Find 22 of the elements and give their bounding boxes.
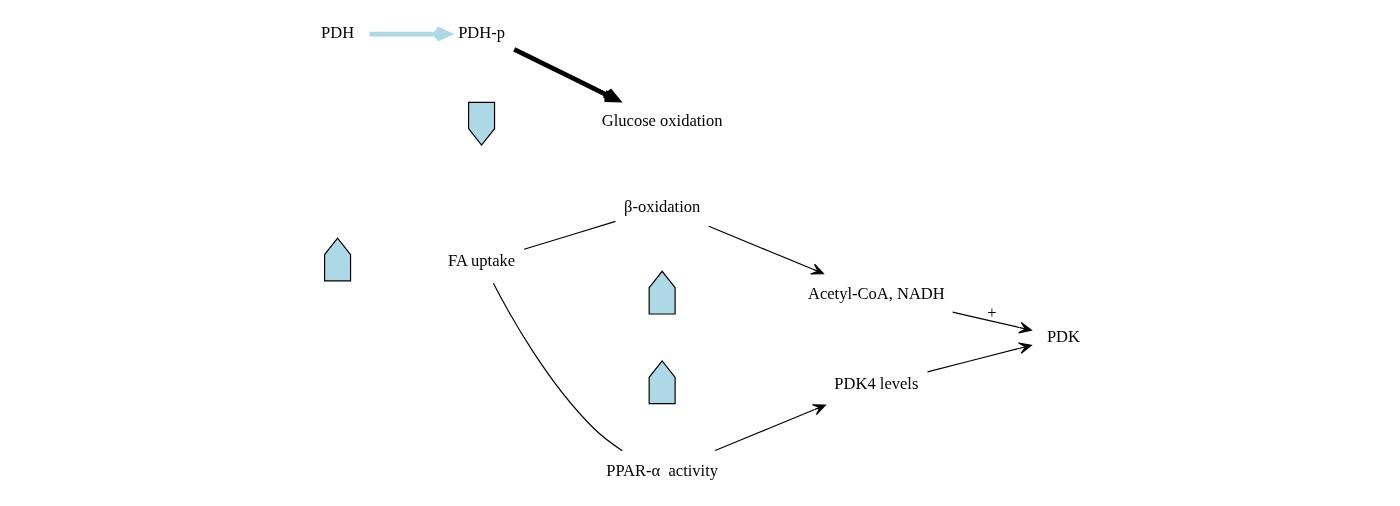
arrow: [951, 311, 1032, 334]
arrow: [714, 404, 826, 452]
node-text: PDK: [1046, 326, 1080, 346]
edge-label: +: [986, 302, 997, 322]
node-text: PDH: [320, 23, 354, 43]
arrow: [512, 47, 620, 103]
connector: [492, 282, 623, 452]
node-text: PDH-p: [457, 23, 505, 43]
node-uparrow: [648, 360, 676, 405]
node-text: Glucose oxidation: [601, 110, 722, 130]
arrow: [369, 26, 451, 42]
node-text: β-oxidation: [623, 196, 700, 216]
node-text: Acetyl-CoA, NADH: [807, 284, 945, 304]
node-text: FA uptake: [447, 251, 515, 271]
node-uparrow: [648, 270, 676, 315]
connector: [523, 220, 616, 250]
node-text: PDK4 levels: [833, 373, 918, 393]
node-uparrow: [323, 237, 351, 282]
arrow: [707, 225, 824, 275]
arrow: [926, 342, 1032, 373]
node-text: PPAR-α activity: [605, 461, 718, 481]
node-downarrow: [467, 101, 495, 146]
